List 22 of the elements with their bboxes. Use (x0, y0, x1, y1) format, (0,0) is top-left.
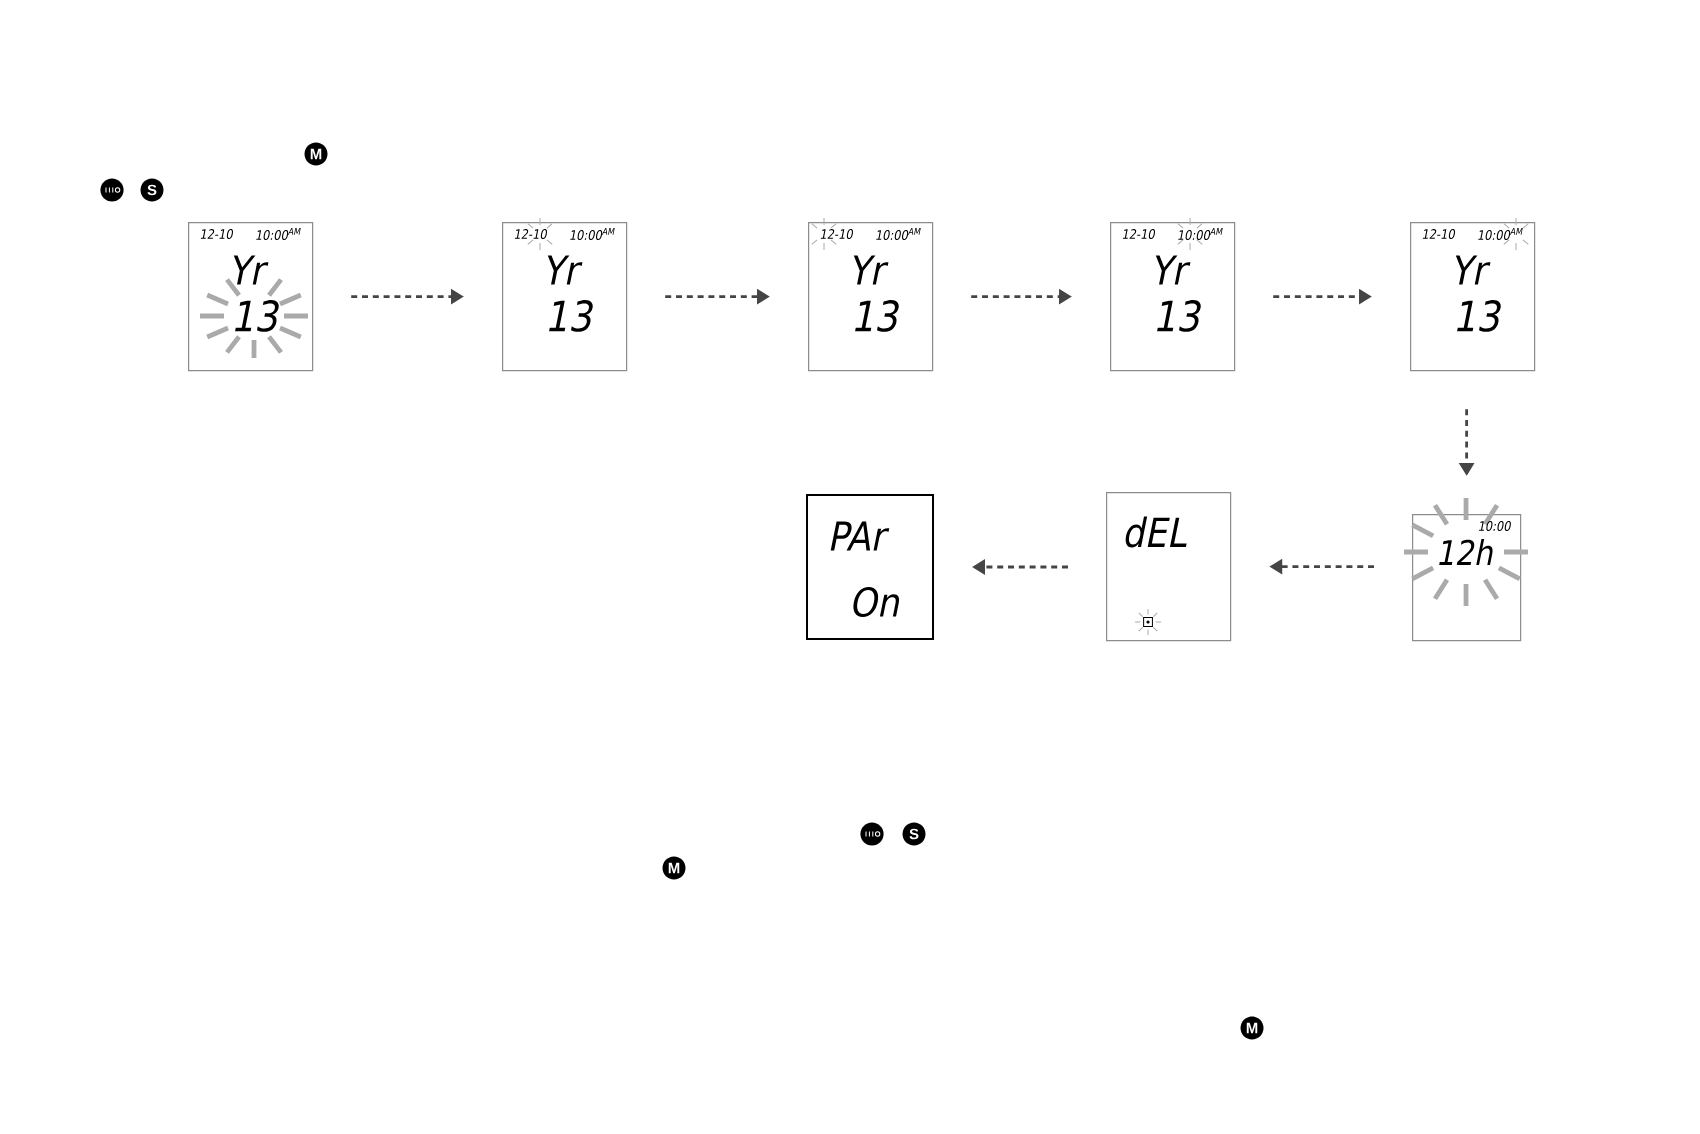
display-text: Yr (1455, 255, 1491, 285)
lcd-screen (188, 222, 314, 372)
display-text: Yr (233, 255, 269, 285)
display-text: Yr (1155, 255, 1191, 285)
display-text: dEL (1125, 516, 1187, 548)
lcd-screen (808, 217, 934, 372)
display-text: On (853, 586, 900, 618)
display-text: 13 (235, 300, 279, 332)
display-text: 13 (1457, 300, 1501, 332)
lcd-screen (1401, 495, 1531, 642)
lcd-screen (806, 494, 934, 640)
display-text: 13 (1157, 300, 1201, 332)
display-text: Yr (853, 255, 889, 285)
display-text: 13 (855, 300, 899, 332)
display-text: 13 (549, 300, 593, 332)
display-text: Yr (547, 255, 583, 285)
lcd-screen (1410, 217, 1536, 372)
display-text: PAr (830, 521, 890, 551)
lcd-screen (1110, 217, 1236, 372)
lcd-screen (502, 217, 628, 372)
lcd-screen (1106, 492, 1232, 642)
display-text: 12h (1439, 539, 1493, 565)
